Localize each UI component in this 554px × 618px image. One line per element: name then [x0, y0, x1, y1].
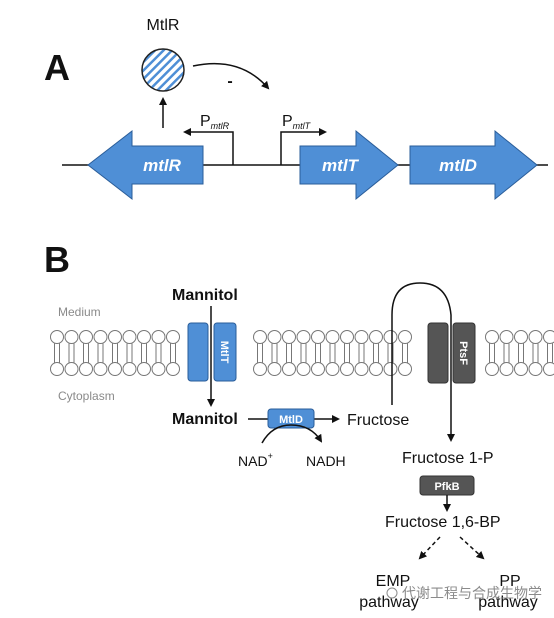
lipid-head — [325, 362, 340, 376]
fructose-16bp: Fructose 1,6-BP — [385, 514, 501, 531]
mtld-label: MtlD — [279, 414, 303, 426]
emp-pathway: pathway — [359, 594, 419, 611]
lipid-head — [296, 330, 311, 344]
lipid-head — [282, 362, 296, 376]
lipid-head — [151, 362, 166, 376]
mtlr-protein-icon — [141, 48, 185, 92]
promoter-mtlt-label: PmtlT — [282, 113, 312, 131]
emp-branch-arrow — [418, 536, 441, 560]
lipid-head — [108, 330, 122, 344]
ptsf-transporter-right — [452, 322, 476, 384]
lipid-head — [369, 330, 383, 344]
ptsf-transporter-left — [427, 322, 449, 384]
lipid-head — [340, 330, 354, 344]
panel-a-label: A — [44, 47, 70, 88]
lipid-head — [122, 362, 137, 376]
lipid-head — [499, 330, 514, 344]
gene-mtld — [409, 129, 538, 201]
lipid-head — [543, 362, 554, 376]
mtld-enzyme — [267, 408, 315, 429]
lipid-head — [383, 330, 398, 344]
lipid-head — [311, 330, 325, 344]
lipid-head — [267, 362, 282, 376]
lipid-head — [485, 362, 499, 376]
lipid-head — [485, 330, 499, 344]
lipid-head — [253, 330, 267, 344]
ptsf-label: PtsF — [457, 341, 469, 365]
lipid-head — [398, 362, 412, 376]
lipid-head — [354, 362, 369, 376]
lipid-head — [528, 362, 543, 376]
mannitol-inside: Mannitol — [172, 411, 238, 428]
repression-arrow — [192, 62, 270, 90]
lipid-bilayer — [50, 330, 554, 376]
repression-sign: - — [227, 73, 232, 90]
lipid-head — [398, 330, 412, 344]
lipid-head — [499, 362, 514, 376]
lipid-head — [50, 362, 64, 376]
wechat-icon — [386, 587, 398, 599]
lipid-head — [166, 330, 180, 344]
pfkb-label: PfkB — [434, 481, 459, 493]
lipid-head — [369, 362, 383, 376]
nad: NAD+ — [238, 451, 273, 469]
gene-mtld-label: mtlD — [439, 156, 477, 175]
lipid-head — [50, 330, 64, 344]
lipid-head — [354, 330, 369, 344]
lipid-head — [383, 362, 398, 376]
lipid-head — [543, 330, 554, 344]
lipid-head — [166, 362, 180, 376]
lipid-head — [64, 362, 79, 376]
lipid-head — [64, 330, 79, 344]
nadh: NADH — [306, 453, 346, 469]
mtlr-protein-label: MtlR — [147, 17, 180, 34]
lipid-head — [122, 330, 137, 344]
cytoplasm-label: Cytoplasm — [58, 389, 115, 403]
medium-label: Medium — [58, 305, 101, 319]
gene-mtlr — [87, 129, 204, 201]
lipid-head — [137, 330, 151, 344]
lipid-head — [296, 362, 311, 376]
lipid-head — [340, 362, 354, 376]
lipid-head — [267, 330, 282, 344]
lipid-head — [514, 362, 528, 376]
watermark: 代谢工程与合成生物学 — [386, 585, 542, 601]
lipid-head — [311, 362, 325, 376]
lipid-head — [528, 330, 543, 344]
lipid-head — [325, 330, 340, 344]
lipid-head — [79, 362, 93, 376]
mtlt-label: MtlT — [218, 341, 230, 364]
lipid-head — [282, 330, 296, 344]
cofactor-arrow — [261, 424, 323, 444]
lipid-head — [93, 362, 108, 376]
lipid-head — [79, 330, 93, 344]
pp-label: PP — [499, 573, 520, 590]
gene-mtlr-label: mtlR — [143, 156, 182, 175]
fructose-1p: Fructose 1-P — [402, 450, 494, 467]
pp-pathway: pathway — [478, 594, 538, 611]
fructose: Fructose — [347, 412, 409, 429]
lipid-head — [253, 362, 267, 376]
fructose-uptake-loop — [391, 282, 455, 442]
panel-b-label: B — [44, 239, 70, 280]
mtlt-transporter-right — [213, 322, 237, 382]
lipid-head — [93, 330, 108, 344]
promoter-mtlr-arrow — [183, 128, 234, 165]
promoter-mtlt-arrow — [280, 128, 327, 165]
promoter-mtlr-label: PmtlR — [200, 113, 230, 131]
mtlt-transporter-left — [187, 322, 209, 382]
watermark-text: 代谢工程与合成生物学 — [402, 585, 542, 601]
lipid-head — [514, 330, 528, 344]
lipid-head — [108, 362, 122, 376]
lipid-head — [151, 330, 166, 344]
lipid-head — [137, 362, 151, 376]
gene-mtlt-label: mtlT — [322, 156, 360, 175]
emp-label: EMP — [376, 573, 411, 590]
pp-branch-arrow — [459, 536, 485, 560]
gene-mtlt — [299, 129, 399, 201]
mannitol-outside: Mannitol — [172, 287, 238, 304]
